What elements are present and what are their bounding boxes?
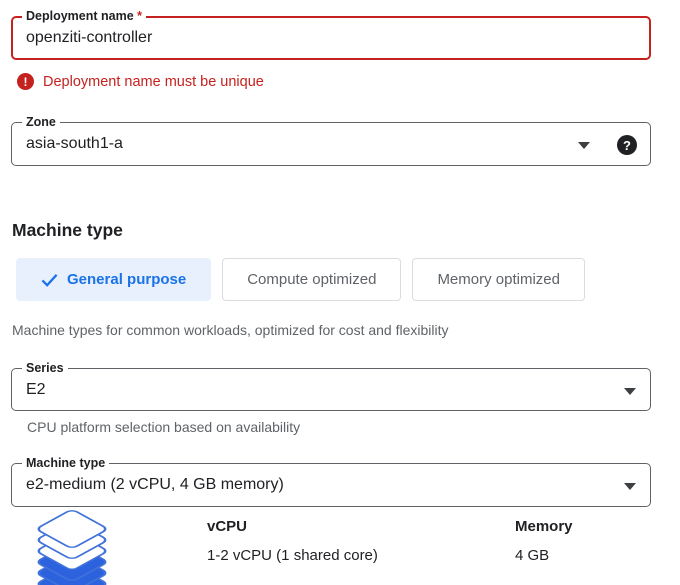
machine-family-description: Machine types for common workloads, opti… [12,322,449,338]
zone-value: asia-south1-a [26,135,123,152]
spec-memory-value: 4 GB [515,547,550,564]
spec-memory-header: Memory [515,518,573,535]
dropdown-arrow-icon [578,142,590,149]
machine-type-value: e2-medium (2 vCPU, 4 GB memory) [26,476,284,493]
zone-label: Zone [22,114,60,131]
dropdown-arrow-icon [624,483,636,490]
checkmark-icon [41,273,58,287]
machine-type-select[interactable]: Machine type e2-medium (2 vCPU, 4 GB mem… [11,455,651,507]
deployment-name-error: ! Deployment name must be unique [17,73,264,90]
machine-layers-icon [37,510,107,585]
tab-label: General purpose [67,271,187,288]
tab-general-purpose[interactable]: General purpose [16,258,212,301]
spec-memory-column: Memory 4 GB [515,518,573,564]
error-icon: ! [17,73,34,90]
deployment-name-label-text: Deployment name [26,9,134,23]
series-label: Series [22,360,68,377]
cpu-platform-helper: CPU platform selection based on availabi… [27,419,301,435]
help-icon[interactable]: ? [617,135,637,155]
deployment-name-field: Deployment name * [11,8,651,60]
required-asterisk: * [137,9,143,23]
zone-select[interactable]: Zone asia-south1-a ? [11,114,651,166]
spec-vcpu-header: vCPU [207,518,248,535]
spec-vcpu-column: vCPU 1-2 vCPU (1 shared core) [207,518,378,564]
tab-label: Memory optimized [437,271,560,288]
tab-compute-optimized[interactable]: Compute optimized [222,258,402,301]
machine-family-tabs: General purpose Compute optimized Memory… [16,258,585,301]
machine-type-heading: Machine type [12,220,123,240]
tab-memory-optimized[interactable]: Memory optimized [412,258,585,301]
series-select[interactable]: Series E2 [11,360,651,411]
spec-vcpu-value: 1-2 vCPU (1 shared core) [207,547,378,564]
series-value: E2 [26,380,46,398]
dropdown-arrow-icon [624,388,636,395]
tab-label: Compute optimized [247,271,377,288]
deployment-name-label: Deployment name * [22,8,147,25]
error-message: Deployment name must be unique [43,73,264,90]
machine-type-label: Machine type [22,455,110,472]
deployment-name-input[interactable] [13,29,606,47]
